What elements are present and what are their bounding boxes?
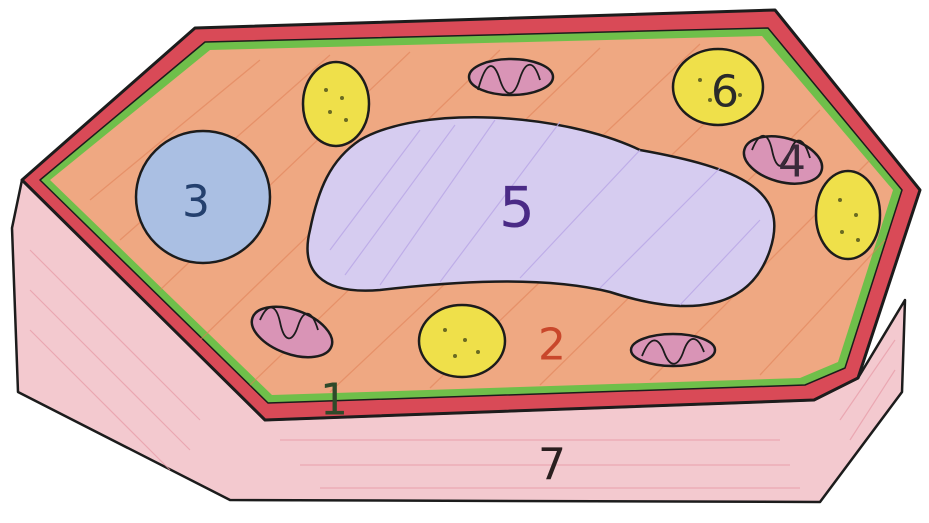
label-chloroplast: 6 xyxy=(711,67,739,118)
label-cell-membrane: 1 xyxy=(320,375,348,426)
chloroplast xyxy=(419,305,505,377)
label-vacuole: 5 xyxy=(499,176,535,241)
label-nucleus: 3 xyxy=(182,177,210,228)
label-mitochondrion: 4 xyxy=(778,137,806,188)
label-cytoplasm: 2 xyxy=(538,320,566,371)
label-cell-wall: 7 xyxy=(538,440,566,491)
chloroplast xyxy=(816,171,880,259)
chloroplast xyxy=(303,62,369,146)
